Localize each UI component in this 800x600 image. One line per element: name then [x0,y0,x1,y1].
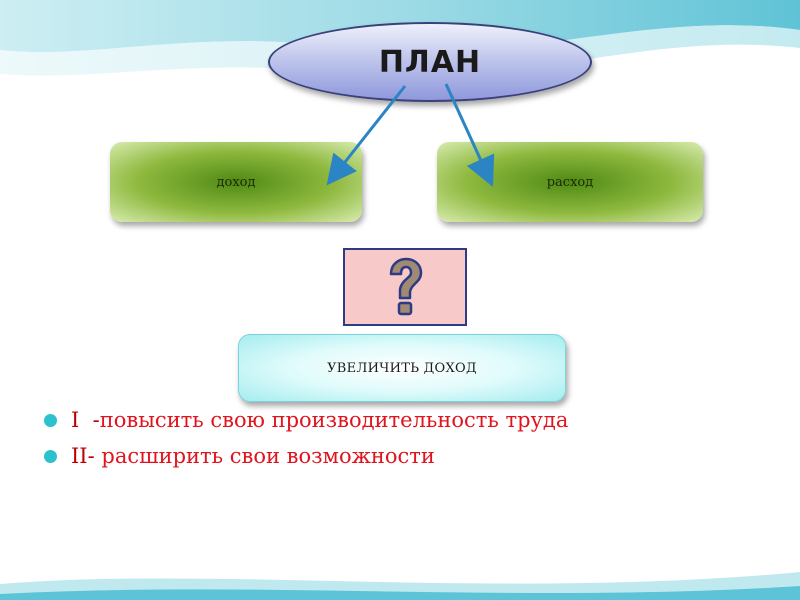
plan-title: ПЛАН [378,44,482,80]
question-mark-icon [389,257,423,316]
bullet-list: I - повысить свою производительность тру… [44,402,568,474]
income-box: доход [110,142,362,222]
increase-income-box: УВЕЛИЧИТЬ ДОХОД [238,334,566,402]
bullet-text: расширить свои возможности [101,444,435,468]
wave-bottom-dark [0,586,800,600]
bullet-number: II- [71,444,102,468]
wave-top-light [0,25,800,77]
bullet-dot-icon [44,413,57,427]
question-box [343,248,467,326]
increase-income-label: УВЕЛИЧИТЬ ДОХОД [327,360,477,376]
bullet-dot-icon [44,449,57,463]
list-item: I - повысить свою производительность тру… [44,402,568,438]
expense-label: расход [546,174,594,190]
list-item: II- расширить свои возможности [44,438,568,474]
plan-ellipse: ПЛАН [268,22,592,102]
bullet-number: I - [71,408,100,432]
bullet-text: повысить свою производительность труда [99,408,569,432]
expense-box: расход [437,142,703,222]
income-label: доход [216,174,256,190]
